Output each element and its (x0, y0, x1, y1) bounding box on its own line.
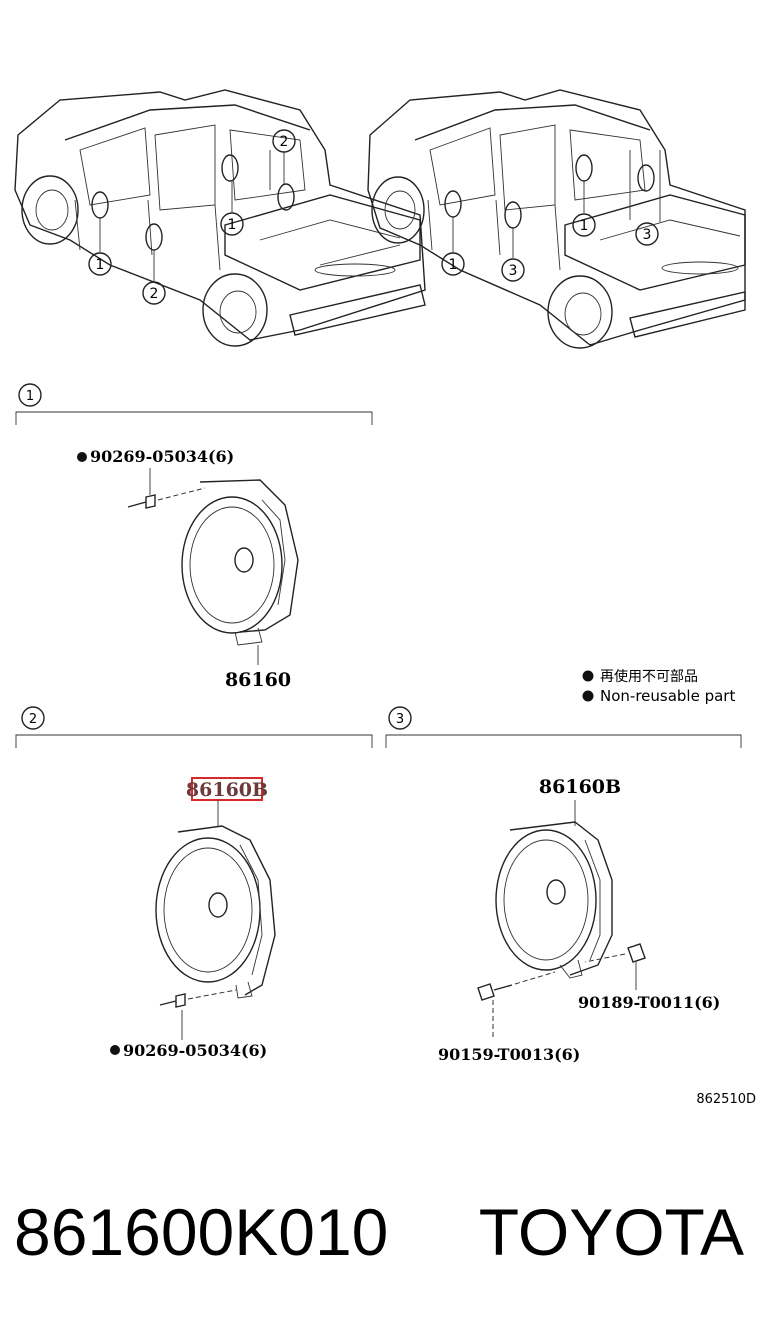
svg-text:90269-05034(6): 90269-05034(6) (90, 447, 234, 466)
callout-2-door-rear-right: 2 (272, 129, 296, 153)
bolt-label-section-2: 90269-05034(6) (110, 1041, 267, 1060)
bolt-icon-section-2 (159, 989, 237, 1008)
truck-illustration-right (367, 89, 746, 349)
svg-text:1: 1 (228, 217, 237, 233)
footer-part-number: 861600K010 (14, 1195, 388, 1269)
speaker-part-section-2-highlighted: 86160B (186, 777, 268, 801)
section-2-header: 2 (15, 706, 373, 748)
svg-text:1: 1 (96, 257, 105, 273)
svg-text:3: 3 (509, 263, 518, 279)
svg-text:2: 2 (280, 134, 289, 150)
svg-text:1: 1 (449, 257, 458, 273)
callout-1-door-front-right: 1 (220, 212, 244, 236)
truck-illustration-left (14, 89, 426, 347)
legend-english: Non-reusable part (600, 687, 735, 705)
svg-text:86160B: 86160B (186, 779, 268, 801)
svg-text:1: 1 (580, 218, 589, 234)
speaker-icon-section-1 (181, 479, 299, 646)
callout-1-right-truck-front: 1 (441, 252, 465, 276)
legend: 再使用不可部品 Non-reusable part (582, 668, 735, 705)
clip-icon-section-3 (584, 943, 646, 963)
svg-text:1: 1 (26, 389, 34, 404)
svg-text:2: 2 (29, 712, 37, 727)
svg-text:3: 3 (643, 227, 652, 243)
callout-3-right-truck-rear: 3 (501, 258, 525, 282)
callout-1-door-front-left: 1 (88, 252, 112, 276)
speaker-part-section-3: 86160B (539, 776, 621, 798)
svg-text:90269-05034(6): 90269-05034(6) (123, 1041, 267, 1060)
svg-text:2: 2 (150, 286, 159, 302)
clip-label-section-3: 90189-T0011(6) (578, 993, 720, 1012)
speaker-icon-section-3 (495, 821, 613, 979)
speaker-icon-section-2 (155, 825, 276, 999)
footer-brand: TOYOTA (479, 1195, 744, 1269)
callout-2-door-rear-left: 2 (142, 281, 166, 305)
bolt-label-section-1: 90269-05034(6) (77, 447, 234, 466)
screw-label-section-3: 90159-T0013(6) (438, 1045, 580, 1064)
callout-3-right-truck-rear-far: 3 (635, 222, 659, 246)
screw-icon-section-3 (477, 971, 556, 1001)
section-3-header: 3 (385, 706, 742, 748)
callout-1-right-truck-front-far: 1 (572, 213, 596, 237)
bolt-icon-section-1 (127, 487, 206, 509)
figure-code: 862510D (696, 1092, 756, 1107)
legend-japanese: 再使用不可部品 (600, 668, 698, 685)
section-1-header: 1 (15, 383, 373, 425)
speaker-part-section-1: 86160 (225, 669, 291, 691)
svg-text:3: 3 (396, 712, 404, 727)
